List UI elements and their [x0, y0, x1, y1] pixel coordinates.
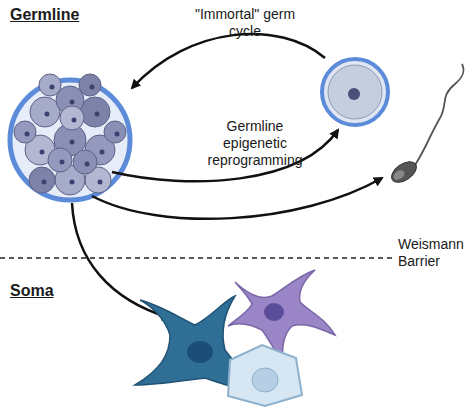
cell-nucleus: [90, 85, 95, 90]
egg-cell: [322, 59, 388, 125]
epithelial-cell: [228, 345, 302, 406]
embryo-cell: [29, 167, 55, 193]
cell-nucleus: [70, 140, 75, 145]
arrow-label: Germline epigenetic reprogramming: [195, 118, 315, 169]
embryo-cell: [48, 148, 72, 172]
embryo-cell: [60, 106, 84, 130]
section-heading: Germline: [10, 6, 110, 23]
cell-nucleus: [115, 132, 120, 137]
cell-nucleus: [60, 160, 65, 165]
cell-nucleus: [100, 150, 105, 155]
embryo-cell: [73, 150, 97, 174]
embryo-cell: [14, 121, 36, 143]
cell-nucleus: [50, 85, 55, 90]
cell-nucleus: [72, 118, 77, 123]
cell-nucleus: [42, 180, 47, 185]
cycle-arrow: [132, 34, 325, 88]
section-heading: Soma: [10, 282, 90, 299]
glial-cell: [228, 270, 335, 362]
cell-nucleus: [45, 112, 50, 117]
embryo-cell: [30, 97, 60, 127]
soma-arrow: [72, 203, 170, 318]
embryo: [10, 74, 130, 200]
cell-nucleus: [98, 180, 103, 185]
cell-nucleus: [70, 100, 75, 105]
barrier-line: [0, 257, 392, 259]
embryo-cell: [79, 74, 101, 96]
cell-nucleus: [85, 162, 90, 167]
sperm-cell: [388, 64, 464, 187]
arrow-label: "Immortal" germ cycle: [190, 6, 300, 40]
embryo-cell: [39, 74, 61, 96]
reprogramming-arrow: [92, 178, 382, 219]
cell-nucleus: [40, 150, 45, 155]
embryo-cell: [80, 97, 110, 127]
barrier-label: Weismann Barrier: [398, 236, 470, 270]
cell-nucleus: [70, 180, 75, 185]
embryo-cell: [104, 121, 126, 143]
cell-nucleus: [25, 132, 30, 137]
cell-nucleus: [95, 112, 100, 117]
